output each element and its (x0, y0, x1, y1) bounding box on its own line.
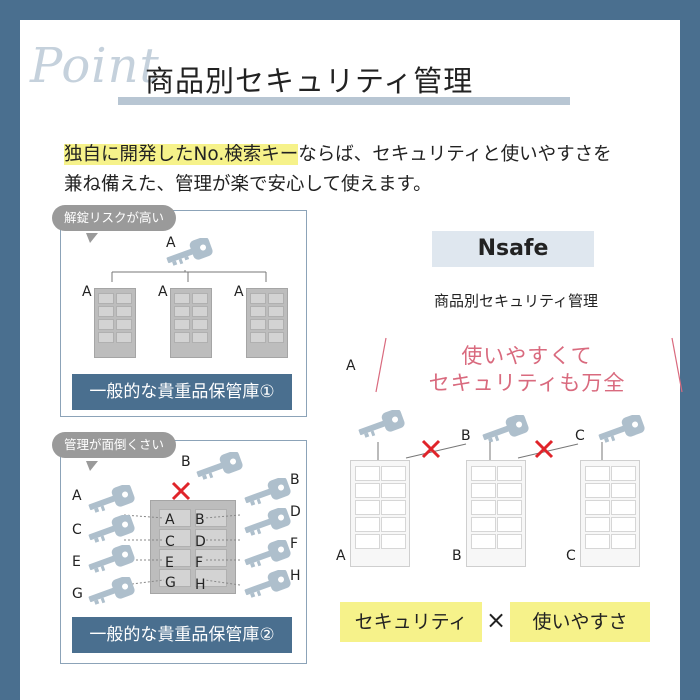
nsafe-cabinet-label: C (566, 548, 576, 564)
panel2-caption: 一般的な貴重品保管庫② (72, 617, 292, 653)
cabinet-door-label: D (195, 534, 206, 550)
cabinet-door-label: A (165, 512, 175, 528)
nsafe-locker-cabinet-icon (466, 460, 526, 567)
panel2-right-key-label: F (290, 536, 299, 552)
panel1-cabinet-label: A (234, 284, 244, 300)
key-icon (82, 575, 138, 611)
locker-cabinet-icon (150, 500, 236, 594)
panel2-left-key-label: G (72, 586, 83, 602)
panel1-cabinet-label: A (82, 284, 92, 300)
cabinet-door-label: H (195, 577, 206, 593)
nsafe-subtitle: 商品別セキュリティ管理 (433, 292, 599, 310)
intro-line1-rest: ならば、セキュリティと使いやすさを (298, 144, 612, 165)
locker-cabinet-icon (246, 288, 288, 358)
key-icon (190, 450, 246, 486)
panel2-left-key-label: E (72, 554, 81, 570)
cross-icon (533, 438, 555, 464)
panel2-right-key-label: D (290, 504, 301, 520)
nsafe-locker-cabinet-icon (350, 460, 410, 567)
panel1-connector-lines (111, 270, 267, 282)
security-box: セキュリティ (340, 602, 482, 642)
usability-box: 使いやすさ (510, 602, 650, 642)
nsafe-tag: Nsafe (432, 231, 594, 267)
title-underline (118, 97, 570, 105)
slash-marks (375, 337, 683, 393)
nsafe-key-label: C (575, 428, 585, 444)
bubble-tail (86, 228, 98, 243)
point-script-heading: Point (30, 38, 160, 94)
intro-line2: 兼ね備えた、管理が楽で安心して使えます。 (64, 174, 432, 195)
tagline-line2: セキュリティも万全 (428, 371, 626, 395)
bubble-unlock-risk: 解錠リスクが高い (52, 205, 177, 231)
key-icon (476, 413, 532, 449)
cross-icon (420, 438, 442, 464)
key-icon (238, 506, 294, 542)
panel2-left-key-label: A (72, 488, 82, 504)
bubble-hard-to-manage: 管理が面倒くさい (52, 432, 177, 458)
intro-text: 独自に開発したNo.検索キーならば、セキュリティと使いやすさを 兼ね備えた、管理… (64, 140, 674, 200)
key-icon (238, 568, 294, 604)
panel2-right-key-label: H (290, 568, 301, 584)
cross-icon (170, 480, 192, 506)
cabinet-door-label: F (195, 555, 204, 571)
panel2-left-key-label: C (72, 522, 82, 538)
intro-highlight: 独自に開発したNo.検索キー (64, 144, 299, 165)
key-icon (238, 476, 294, 512)
cabinet-door-label: E (165, 555, 174, 571)
panel2-right-key-label: B (290, 472, 300, 488)
nsafe-cabinet-label: A (336, 548, 346, 564)
nsafe-cabinet-label: B (452, 548, 462, 564)
key-icon (82, 543, 138, 579)
tagline-line1: 使いやすくて (461, 344, 593, 368)
nsafe-key-label: A (346, 358, 356, 374)
panel2-dotted-links (123, 514, 241, 586)
panel1-cabinet-label: A (158, 284, 168, 300)
times-sign: × (485, 606, 507, 634)
panel2-top-key-label: B (181, 454, 191, 470)
locker-cabinet-icon (170, 288, 212, 358)
bubble-tail (86, 456, 98, 471)
nsafe-locker-cabinet-icon (580, 460, 640, 567)
panel1-caption: 一般的な貴重品保管庫① (72, 374, 292, 410)
key-icon (82, 513, 138, 549)
page-title: 商品別セキュリティ管理 (145, 64, 474, 98)
key-icon (592, 413, 648, 449)
cabinet-door-label: B (195, 512, 205, 528)
locker-cabinet-icon (94, 288, 136, 358)
key-icon (82, 483, 138, 519)
cabinet-door-label: G (165, 575, 176, 591)
cabinet-door-label: C (165, 534, 175, 550)
key-icon (238, 538, 294, 574)
key-icon (352, 408, 408, 444)
nsafe-key-label: B (461, 428, 471, 444)
key-icon (160, 236, 216, 272)
panel1-key-label: A (166, 235, 176, 251)
